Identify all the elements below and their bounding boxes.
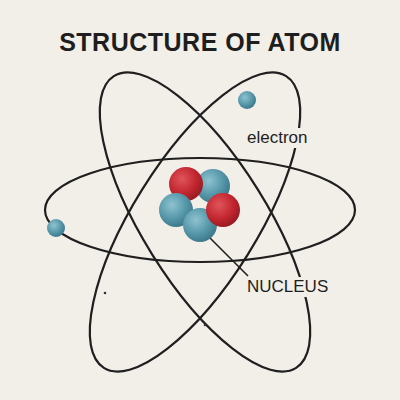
label-slot: electron (244, 128, 310, 148)
electron-sphere (238, 91, 256, 109)
title: STRUCTURE OF ATOM (56, 28, 344, 57)
orbit (51, 43, 338, 400)
orbits (45, 43, 355, 400)
orbit (61, 43, 348, 400)
orbit (45, 158, 355, 262)
electron-label: electron (244, 128, 310, 148)
electron-sphere (47, 219, 65, 237)
label-slot: NUCLEUS (244, 277, 331, 297)
speck (204, 324, 207, 327)
nucleus-label: NUCLEUS (244, 277, 331, 297)
title-slot: STRUCTURE OF ATOM (56, 28, 344, 57)
leader-line (208, 236, 248, 276)
proton (206, 193, 240, 227)
nucleus (159, 167, 240, 242)
speck (104, 292, 107, 295)
